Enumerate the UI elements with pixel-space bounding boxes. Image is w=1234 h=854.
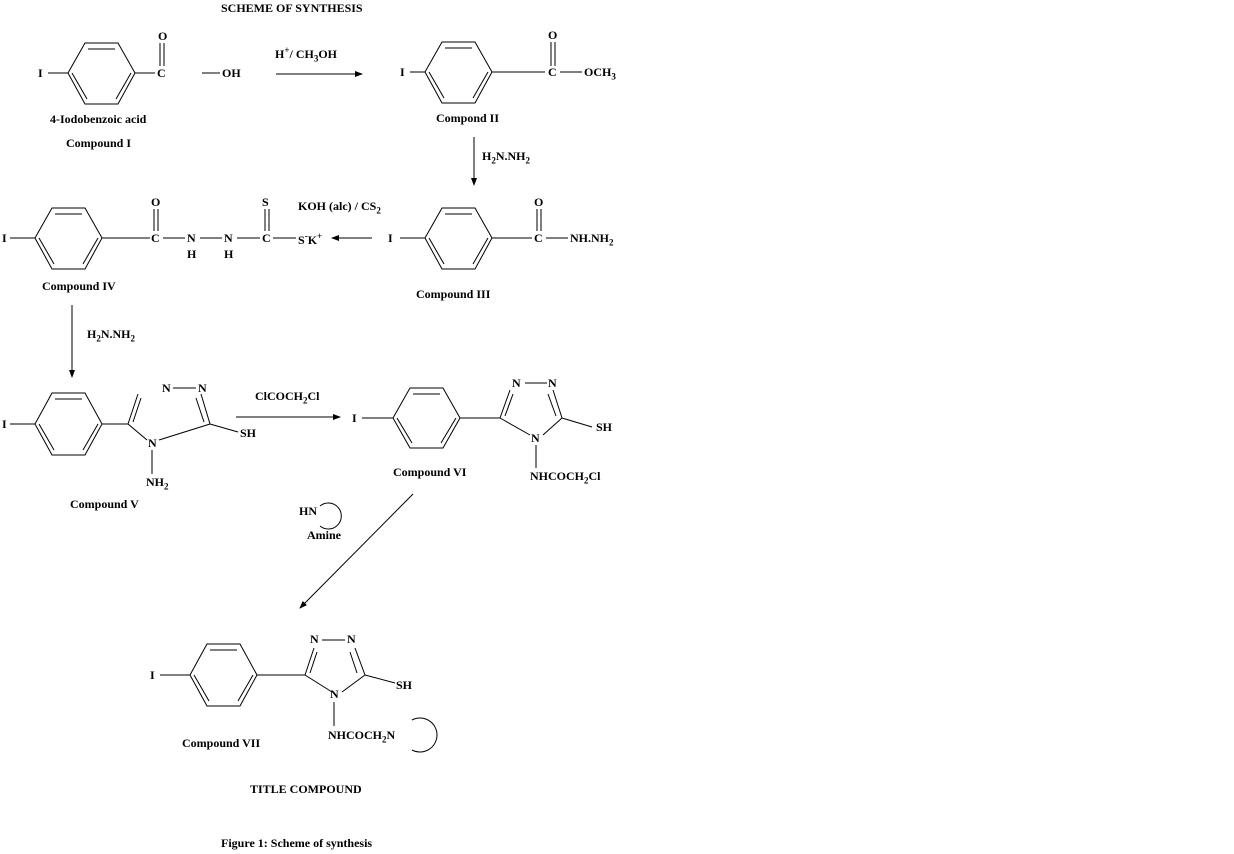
compound-5-label: Compound V: [70, 497, 139, 511]
reagent-amine-hn: HN: [299, 504, 317, 518]
triazole-structure-compound-7: [160, 639, 438, 753]
benzene-ring-compound-3: [400, 207, 568, 270]
atom-hydrogen: H: [224, 247, 234, 261]
group-sh: SH: [240, 426, 257, 440]
atom-sulfur: S: [262, 195, 269, 209]
atom-nitrogen: N: [347, 632, 356, 646]
atom-nitrogen: N: [531, 431, 540, 445]
atom-hydrogen: H: [187, 247, 197, 261]
atom-oxygen: O: [158, 29, 168, 43]
atom-oxygen: O: [151, 195, 161, 209]
compound-1-name: 4-Iodobenzoic acid: [50, 112, 147, 126]
reagent-amine-label: Amine: [307, 528, 341, 542]
amine-ring-arc: [319, 502, 342, 530]
atom-iodine: I: [2, 231, 7, 245]
atom-nitrogen: N: [224, 231, 233, 245]
atom-carbon: C: [157, 66, 166, 80]
atom-iodine: I: [2, 417, 7, 431]
reagent-step-1: H+/ CH3OH: [275, 45, 337, 64]
atom-iodine: I: [150, 668, 155, 682]
group-nhcoch2n: NHCOCH2N: [328, 728, 396, 745]
group-sh: SH: [396, 678, 413, 692]
group-sh: SH: [596, 420, 613, 434]
arrow-step-6: [299, 493, 414, 609]
compound-2-label: Compond II: [436, 111, 500, 125]
reagent-step-5: ClCOCH2Cl: [255, 389, 320, 406]
triazole-structure-compound-6: [362, 382, 593, 468]
group-och3: OCH3: [584, 65, 616, 82]
atom-carbon: C: [262, 231, 271, 245]
atom-oxygen: O: [534, 195, 544, 209]
reagent-step-3: KOH (alc) / CS2: [298, 199, 381, 216]
group-nh2: NH2: [146, 475, 169, 492]
compound-7-label: Compound VII: [182, 736, 261, 750]
atom-carbon: C: [151, 231, 160, 245]
compound-4-label: Compound IV: [42, 279, 116, 293]
atom-nitrogen: N: [162, 381, 171, 395]
group-nhcoch2cl: NHCOCH2Cl: [530, 469, 601, 486]
group-s-k: S-K+: [298, 231, 323, 247]
reagent-step-2: H2N.NH2: [482, 149, 531, 166]
compound-6-label: Compound VI: [393, 465, 467, 479]
atom-nitrogen: N: [148, 436, 157, 450]
triazole-structure-compound-5: [10, 387, 239, 474]
group-nhnh2: NH.NH2: [570, 231, 614, 248]
atom-iodine: I: [388, 231, 393, 245]
atom-carbon: C: [548, 65, 557, 79]
atom-nitrogen: N: [548, 376, 557, 390]
atom-oxygen: O: [548, 28, 558, 42]
compound-1-label: Compound I: [66, 136, 132, 150]
benzene-ring-compound-4: [10, 207, 296, 270]
atom-iodine: I: [352, 411, 357, 425]
reagent-step-4: H2N.NH2: [87, 327, 136, 344]
atom-iodine: I: [38, 66, 43, 80]
benzene-ring-compound-2: [410, 41, 582, 104]
atom-nitrogen: N: [187, 231, 196, 245]
atom-carbon: C: [534, 231, 543, 245]
atom-oh: OH: [222, 66, 241, 80]
atom-nitrogen: N: [512, 376, 521, 390]
atom-iodine: I: [400, 65, 405, 79]
atom-nitrogen: N: [330, 687, 339, 701]
title-compound-label: TITLE COMPOUND: [250, 782, 362, 796]
compound-3-label: Compound III: [416, 287, 491, 301]
figure-caption: Figure 1: Scheme of synthesis: [221, 836, 373, 850]
scheme-title: SCHEME OF SYNTHESIS: [221, 1, 363, 15]
atom-nitrogen: N: [198, 381, 207, 395]
atom-nitrogen: N: [310, 632, 319, 646]
benzene-ring-compound-1: [48, 42, 220, 105]
